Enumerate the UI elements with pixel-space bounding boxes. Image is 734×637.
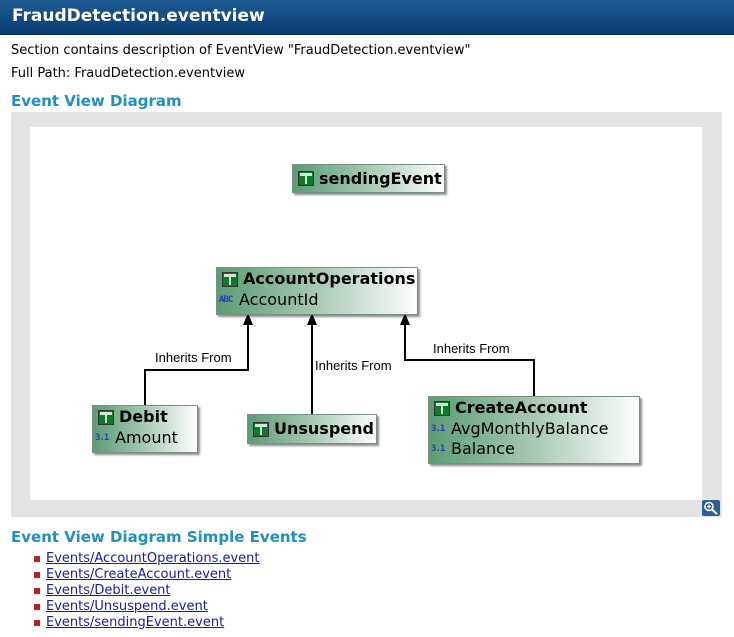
arrowhead-createaccount [400, 313, 410, 325]
list-item: Events/CreateAccount.event [34, 567, 260, 583]
list-item: Events/AccountOperations.event [34, 551, 260, 567]
node-unsuspend[interactable]: Unsuspend [247, 414, 377, 444]
zoom-icon[interactable] [702, 500, 720, 516]
event-icon [253, 422, 269, 437]
attribute-row: ABC AccountId [217, 290, 417, 310]
diagram-canvas: Inherits From Inherits From Inherits Fro… [30, 127, 702, 500]
edge-label-unsuspend: Inherits From [315, 358, 392, 373]
diagram-frame: Inherits From Inherits From Inherits Fro… [11, 112, 722, 517]
inheritance-edges [144, 313, 535, 414]
bullet-icon [34, 572, 40, 578]
bullet-icon [34, 556, 40, 562]
list-item: Events/sendingEvent.event [34, 615, 260, 631]
node-sendingevent[interactable]: sendingEvent [292, 164, 445, 193]
attribute-name: Amount [115, 428, 178, 447]
node-name: Unsuspend [274, 419, 374, 438]
simple-events-list: Events/AccountOperations.event Events/Cr… [34, 551, 260, 631]
attribute-row: 3.1 Amount [93, 428, 197, 448]
node-createaccount[interactable]: CreateAccount 3.1 AvgMonthlyBalance 3.1 … [428, 396, 640, 464]
edge-label-debit: Inherits From [155, 350, 232, 365]
section-description: Section contains description of EventVie… [11, 43, 471, 58]
attribute-name: AccountId [239, 290, 319, 309]
full-path: Full Path: FraudDetection.eventview [11, 66, 246, 81]
node-name: sendingEvent [319, 169, 442, 188]
string-attribute-icon: ABC [219, 295, 233, 305]
edge-createaccount-to-accountoperations [404, 314, 535, 396]
event-icon [298, 171, 314, 186]
event-link[interactable]: Events/sendingEvent.event [46, 615, 225, 630]
edge-debit-to-accountoperations [144, 314, 249, 405]
list-item: Events/Unsuspend.event [34, 599, 260, 615]
arrowhead-unsuspend [307, 313, 317, 325]
node-name: Debit [119, 407, 168, 426]
page-title: FraudDetection.eventview [12, 6, 265, 26]
number-attribute-icon: 3.1 [95, 433, 109, 443]
event-link[interactable]: Events/Unsuspend.event [46, 599, 208, 614]
event-link[interactable]: Events/AccountOperations.event [46, 551, 260, 566]
arrowhead-debit [243, 313, 253, 325]
node-debit[interactable]: Debit 3.1 Amount [92, 405, 198, 453]
number-attribute-icon: 3.1 [431, 444, 445, 454]
event-icon [222, 272, 238, 287]
simple-events-heading: Event View Diagram Simple Events [11, 528, 307, 546]
node-name: CreateAccount [455, 398, 588, 417]
event-link[interactable]: Events/Debit.event [46, 583, 171, 598]
event-link[interactable]: Events/CreateAccount.event [46, 567, 232, 582]
title-bar: FraudDetection.eventview [0, 0, 734, 35]
event-icon [434, 401, 450, 416]
bullet-icon [34, 604, 40, 610]
bullet-icon [34, 620, 40, 626]
attribute-row: 3.1 AvgMonthlyBalance [429, 419, 639, 439]
attribute-row: 3.1 Balance [429, 439, 639, 459]
attribute-name: Balance [451, 439, 515, 458]
bullet-icon [34, 588, 40, 594]
event-icon [98, 410, 114, 425]
attribute-name: AvgMonthlyBalance [451, 419, 609, 438]
diagram-heading: Event View Diagram [11, 92, 182, 110]
node-accountoperations[interactable]: AccountOperations ABC AccountId [216, 267, 418, 315]
number-attribute-icon: 3.1 [431, 424, 445, 434]
list-item: Events/Debit.event [34, 583, 260, 599]
node-name: AccountOperations [243, 269, 416, 288]
edge-label-createaccount: Inherits From [433, 341, 510, 356]
